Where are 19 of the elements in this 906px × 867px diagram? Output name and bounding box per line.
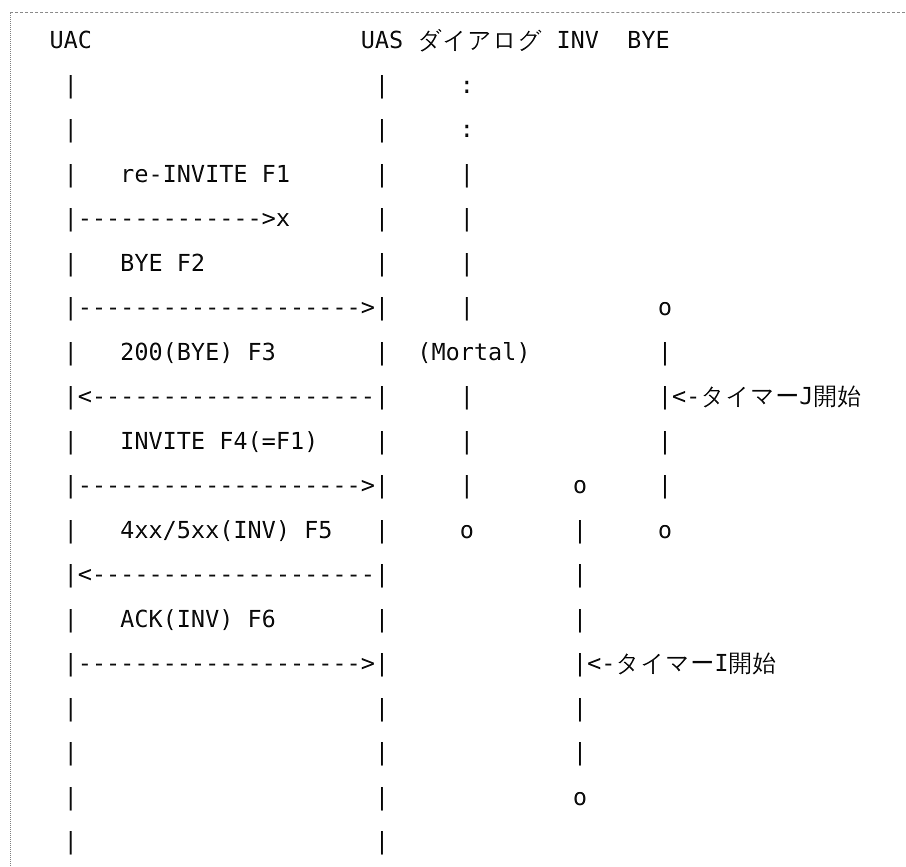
diagram-text-line: | | : [62, 70, 474, 100]
diagram-text-line: | | o [62, 782, 588, 812]
diagram-text-line: |-------------------->| | o | [62, 470, 672, 501]
diagram-text-line: | | | [62, 737, 588, 768]
diagram-text-line: |<--------------------| | [62, 559, 588, 590]
diagram-text-line: |-------------------->| | o [62, 292, 672, 323]
diagram-text-line: | | [62, 826, 390, 857]
diagram-text-line: | re-INVITE F1 | | [62, 158, 474, 190]
diagram-text-line: | 4xx/5xx(INV) F5 | o | o [62, 514, 672, 546]
diagram-text-line: | | : [62, 114, 474, 145]
diagram-text-line: UAC UAS ダイアログ INV BYE [48, 25, 670, 56]
diagram-text-line: |------------->x | | [62, 203, 474, 234]
diagram-text-line: | 200(BYE) F3 | (Mortal) | [62, 336, 672, 368]
diagram-text-line: |<--------------------| | |<-タイマーJ開始 [62, 381, 862, 412]
diagram-text-line: | INVITE F4(=F1) | | | [62, 426, 672, 456]
diagram-text-line: |-------------------->| |<-タイマーI開始 [62, 648, 777, 679]
diagram-text-line: | BYE F2 | | [62, 248, 474, 278]
diagram-text-line: | | | [62, 692, 588, 724]
diagram-text-line: | ACK(INV) F6 | | [62, 604, 588, 634]
